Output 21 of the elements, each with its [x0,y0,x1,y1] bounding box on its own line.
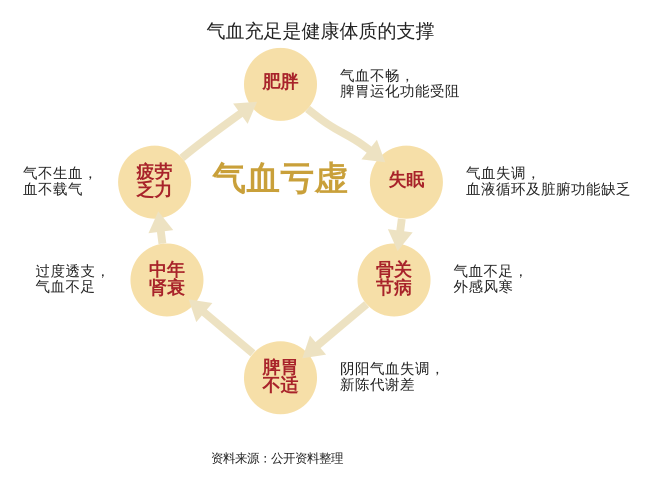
label: 气血亏虚 [212,158,348,198]
node-label: 气血不足，外感风寒 [454,262,529,296]
node-label: 过度透支，气血不足 [35,262,110,296]
diagram-title: 气血充足是健康体质的支撑 [206,19,435,42]
arrow [188,299,256,356]
node-circle: 失眠 [370,146,443,219]
node-label: 气血不畅，脾胃运化功能受阻 [340,67,460,100]
node-circle: 肥胖 [244,48,318,121]
node-label: 阴阳气血失调，新陈代谢差 [340,360,446,394]
caption: 资料来源：公开资料整理 [210,451,343,466]
arrow [148,211,174,244]
arrow [305,106,386,162]
node-circle: 疲劳乏力 [118,146,192,219]
arrow [388,218,413,252]
node-circle: 骨关节病 [358,243,431,316]
node-label: 气不生血，血不载气 [23,165,98,198]
arrow [302,301,370,358]
node-circle: 中年肾衰 [130,243,204,316]
node-label: 气血失调，血液循环及脏腑功能缺乏 [466,165,631,198]
arrow [179,102,258,161]
node-circle: 脾胃不适 [244,341,318,414]
